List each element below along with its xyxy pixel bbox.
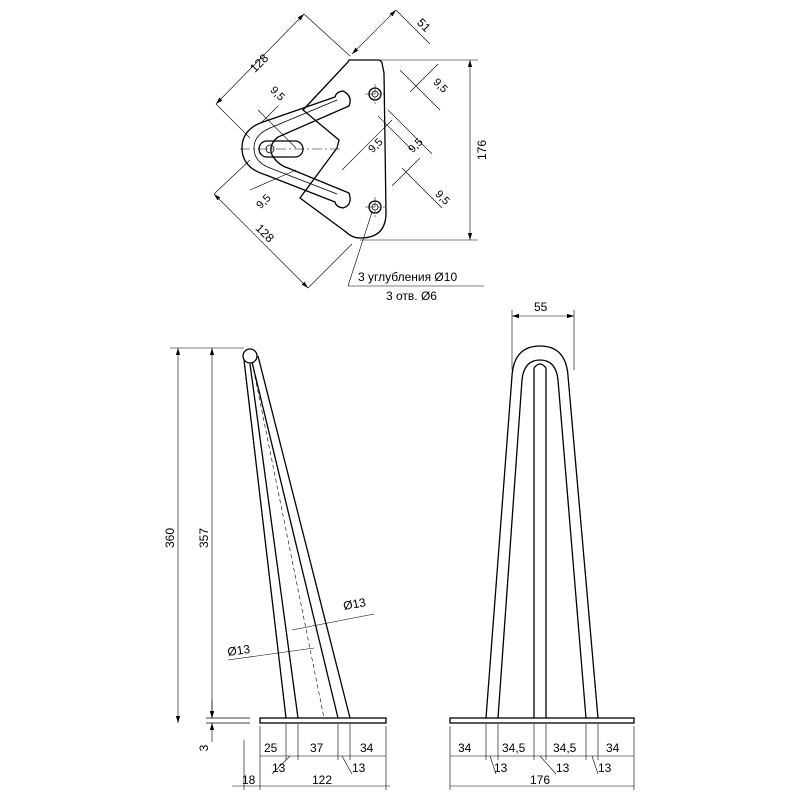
svg-text:9,5: 9,5 — [254, 192, 273, 211]
dim-line-128-lower — [213, 193, 309, 289]
label-176: 176 — [475, 140, 489, 160]
svg-text:9,5: 9,5 — [366, 136, 385, 155]
pitch-dim-b: 9,5 — [399, 63, 450, 111]
note-leader — [347, 211, 373, 287]
label-360: 360 — [163, 528, 177, 548]
svg-text:9,5: 9,5 — [430, 76, 449, 95]
label-base-122: 122 — [312, 773, 332, 787]
svg-text:9,5: 9,5 — [406, 136, 425, 155]
rod-hidden — [251, 361, 325, 719]
label-front-rod13-c: 13 — [598, 761, 612, 775]
mounting-plate-outline — [299, 59, 387, 239]
mounting-hole-top — [365, 84, 385, 104]
rod-front-inner — [249, 363, 299, 719]
dim-line-rod-dia-lower — [227, 647, 315, 661]
label-3: 3 — [197, 744, 211, 751]
hairpin-inner — [497, 359, 587, 719]
hairpin-outer — [485, 345, 599, 719]
label-front-rod13-b: 13 — [556, 761, 570, 775]
label-offset-18: 18 — [242, 773, 256, 787]
label-front-seg-2: 34,5 — [502, 741, 526, 755]
rod-loop-outer — [241, 90, 351, 209]
pitch-dim-e: 9,5 — [391, 157, 452, 209]
rod-front-outer — [243, 359, 287, 719]
rod-back-outer — [251, 361, 339, 719]
dim-line-128-upper — [215, 13, 305, 105]
label-rod13-b: 13 — [352, 761, 366, 775]
note-holes: 3 отв. Ø6 — [386, 289, 437, 303]
label-front-seg-3: 34,5 — [553, 741, 577, 755]
label-51: 51 — [414, 15, 434, 35]
dim-line-51 — [351, 9, 397, 55]
pitch-dim-c: 9,5 — [341, 115, 413, 171]
label-seg-25: 25 — [264, 741, 278, 755]
label-front-seg-1: 34 — [458, 741, 472, 755]
rod-bend-top — [242, 348, 258, 364]
top-view: 128 51 176 9,5 9,5 9,5 9,5 — [213, 9, 489, 303]
label-seg-37: 37 — [310, 741, 324, 755]
dim-line-rod-dia-upper — [291, 613, 375, 631]
label-seg-34: 34 — [360, 741, 374, 755]
label-rod-dia-upper: Ø13 — [342, 595, 367, 613]
label-128-upper: 128 — [247, 51, 271, 75]
label-55: 55 — [534, 300, 548, 314]
svg-text:9,5: 9,5 — [432, 188, 451, 207]
label-rod-dia-lower: Ø13 — [226, 642, 251, 659]
side-view: 360 357 3 Ø13 Ø13 25 37 34 13 13 18 122 — [163, 347, 390, 790]
label-rod13-a: 13 — [272, 761, 286, 775]
svg-text:9,5: 9,5 — [267, 84, 286, 103]
front-base-plate — [449, 717, 635, 724]
rod-back-inner — [257, 355, 351, 719]
label-front-seg-4: 34 — [606, 741, 620, 755]
label-357: 357 — [197, 528, 211, 548]
front-view: 55 34 34,5 34,5 34 13 13 13 176 — [449, 300, 635, 790]
pitch-dim-f: 9,5 — [249, 169, 297, 212]
side-base-plate — [259, 717, 387, 724]
label-front-rod13-a: 13 — [494, 761, 508, 775]
label-128-lower: 128 — [253, 221, 277, 245]
note-countersinks: 3 углубления Ø10 — [358, 270, 457, 284]
mounting-hole-bottom — [365, 197, 385, 217]
label-front-base-176: 176 — [530, 773, 550, 787]
rod-loop-inner — [253, 99, 338, 195]
